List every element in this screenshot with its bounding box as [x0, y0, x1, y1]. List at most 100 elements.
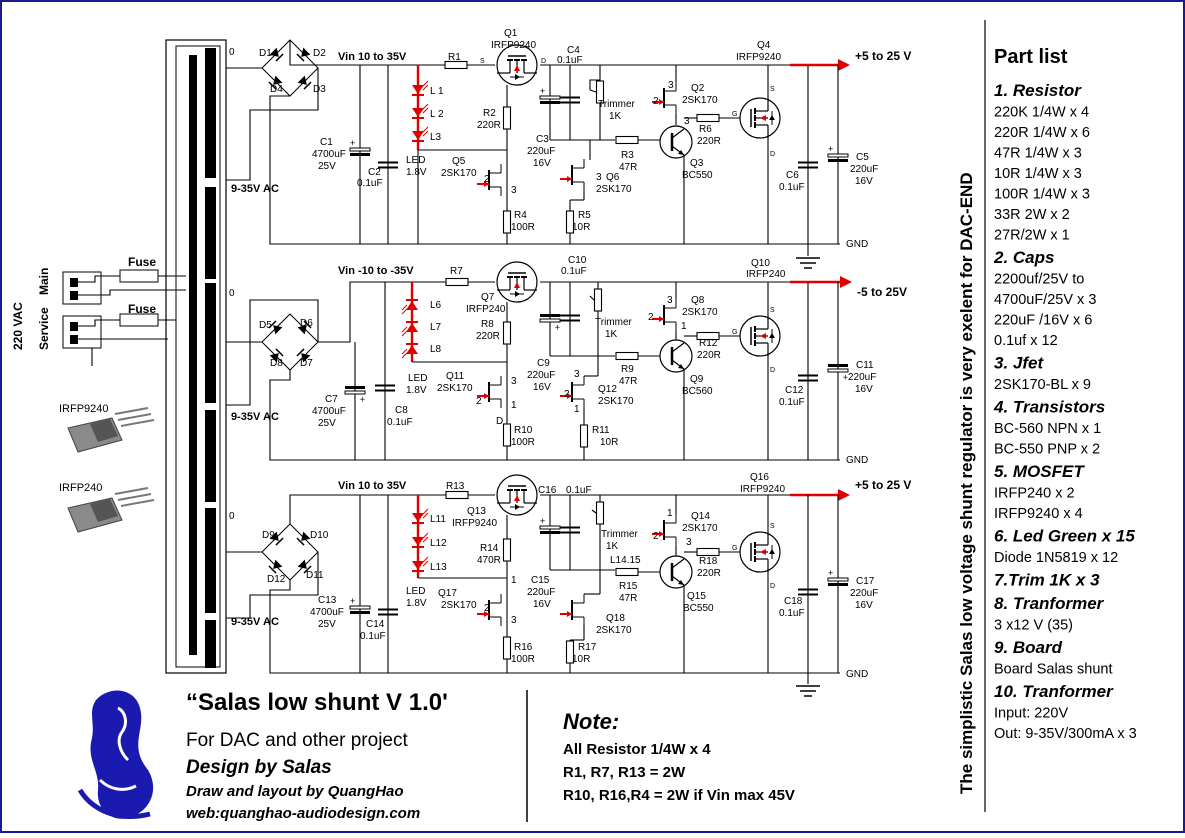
led-label: L 1 — [430, 86, 444, 97]
resistor-value: 100R — [511, 437, 535, 448]
capacitor-label: C4 — [567, 45, 580, 56]
pin-label: D — [770, 151, 775, 158]
jfet-label: Q12 — [598, 384, 617, 395]
led-label: L8 — [430, 344, 442, 355]
pin-label: 3 — [684, 116, 690, 127]
capacitor-label: C15 — [531, 575, 550, 586]
winding-tap-label: 0 — [229, 288, 235, 299]
pin-label: G — [732, 111, 737, 118]
pin-label: S — [770, 523, 775, 530]
input-rail-label: Vin -10 to -35V — [338, 265, 414, 277]
capacitor-rating: 25V — [318, 418, 336, 429]
pin-label: G — [732, 545, 737, 552]
capacitor-value: 220uF — [527, 370, 555, 381]
note-heading: Note: — [563, 709, 619, 734]
capacitor-value: 4700uF — [312, 149, 346, 160]
part-list-item: 10R 1/4W x 3 — [994, 166, 1082, 182]
ground-label: GND — [846, 455, 868, 466]
jfet-label: Q11 — [446, 371, 465, 382]
part-list-item: 27R/2W x 1 — [994, 228, 1070, 244]
part-list-item: BC-560 NPN x 1 — [994, 421, 1101, 437]
capacitor-value: 0.1uF — [557, 55, 583, 66]
capacitor-label: C9 — [537, 358, 550, 369]
led-group-label: LED — [406, 155, 425, 166]
diode-label: D4 — [270, 84, 283, 95]
project-title: “Salas low shunt V 1.0' — [186, 689, 448, 716]
output-rail-label: +5 to 25 V — [855, 49, 911, 63]
part-list-item: 4700uF/25V x 3 — [994, 292, 1096, 308]
node-label: L14.15 — [610, 555, 641, 566]
capacitor-label: C18 — [784, 596, 803, 607]
pin-label: D — [496, 416, 503, 427]
regulator-section-2: D5 D6 D8 D7 Vin -10 to -35V 9-35V AC R7 … — [226, 255, 907, 466]
pin-label: 1 — [574, 404, 580, 415]
diode-label: D2 — [313, 48, 326, 59]
transistor-value: IRFP240 — [746, 269, 786, 280]
trimmer-label: Trimmer — [598, 99, 636, 110]
part-list-heading: 4. Transistors — [993, 398, 1105, 417]
capacitor-rating: 16V — [533, 158, 551, 169]
switch-main — [62, 271, 102, 305]
jfet-value: 2SK170 — [682, 307, 718, 318]
ground-label: GND — [846, 239, 868, 250]
resistor-value: 220R — [697, 350, 721, 361]
pin-label: D — [770, 367, 775, 374]
resistor-label: R8 — [481, 319, 494, 330]
capacitor-label: C3 — [536, 134, 549, 145]
capacitor-value: 4700uF — [310, 607, 344, 618]
resistor-value: 220R — [697, 568, 721, 579]
pin-label: 2 — [484, 603, 490, 614]
resistor-label: R3 — [621, 150, 634, 161]
transistor-label: Q4 — [757, 40, 771, 51]
diode-label: D8 — [270, 358, 283, 369]
transformer-secondaries: 0 0 0 — [165, 39, 235, 674]
transistor-label: Q15 — [687, 591, 706, 602]
transistor-value: IRFP9240 — [740, 484, 785, 495]
diode-label: D3 — [313, 84, 326, 95]
part-list-item: 3 x12 V (35) — [994, 618, 1073, 634]
to247-package-icon — [67, 407, 155, 453]
designer-credit: Design by Salas — [186, 757, 332, 778]
website-credit: web:quanghao-audiodesign.com — [186, 805, 420, 822]
pin-label: 1 — [511, 575, 517, 586]
part-list-item: Out: 9-35V/300mA x 3 — [994, 726, 1137, 742]
part-list-item: 220K 1/4W x 4 — [994, 105, 1089, 121]
capacitor-rating: 25V — [318, 619, 336, 630]
capacitor-value: 0.1uF — [561, 266, 587, 277]
trimmer-label: Trimmer — [601, 529, 639, 540]
capacitor-value: 4700uF — [312, 406, 346, 417]
capacitor-label: C1 — [320, 137, 333, 148]
part-list-item: Input: 220V — [994, 706, 1068, 722]
resistor-value: 100R — [511, 654, 535, 665]
transistor-label: Q3 — [690, 158, 704, 169]
pin-label: 3 — [596, 172, 602, 183]
part-list-item: IRFP9240 x 4 — [994, 506, 1083, 522]
part-list-heading: 1. Resistor — [994, 81, 1082, 100]
capacitor-rating: 16V — [855, 600, 873, 611]
mains-main-label: Main — [37, 268, 51, 295]
pin-label: 2 — [653, 531, 659, 542]
jfet-label: Q6 — [606, 172, 620, 183]
pin-label: 2 — [653, 96, 659, 107]
jfet-label: Q14 — [691, 511, 710, 522]
resistor-value: 10R — [600, 437, 618, 448]
title-block: “Salas low shunt V 1.0' For DAC and othe… — [186, 689, 448, 822]
capacitor-label: C5 — [856, 152, 869, 163]
resistor-value: 470R — [477, 555, 501, 566]
diode-label: D10 — [310, 530, 329, 541]
part-list-item: BC-550 PNP x 2 — [994, 442, 1100, 458]
resistor-label: R2 — [483, 108, 496, 119]
part-list-item: IRFP240 x 2 — [994, 486, 1075, 502]
capacitor-label: C8 — [395, 405, 408, 416]
resistor-value: 47R — [619, 376, 637, 387]
pin-label: G — [732, 329, 737, 336]
to247-package-icon — [67, 487, 155, 533]
resistor-value: 100R — [511, 222, 535, 233]
capacitor-value: 0.1uF — [566, 485, 592, 496]
transistor-value: BC550 — [682, 170, 713, 181]
trimmer-value: 1K — [606, 541, 619, 552]
capacitor-value: 220uF — [850, 588, 878, 599]
capacitor-label: C14 — [366, 619, 385, 630]
part-list-heading: 3. Jfet — [994, 354, 1044, 373]
